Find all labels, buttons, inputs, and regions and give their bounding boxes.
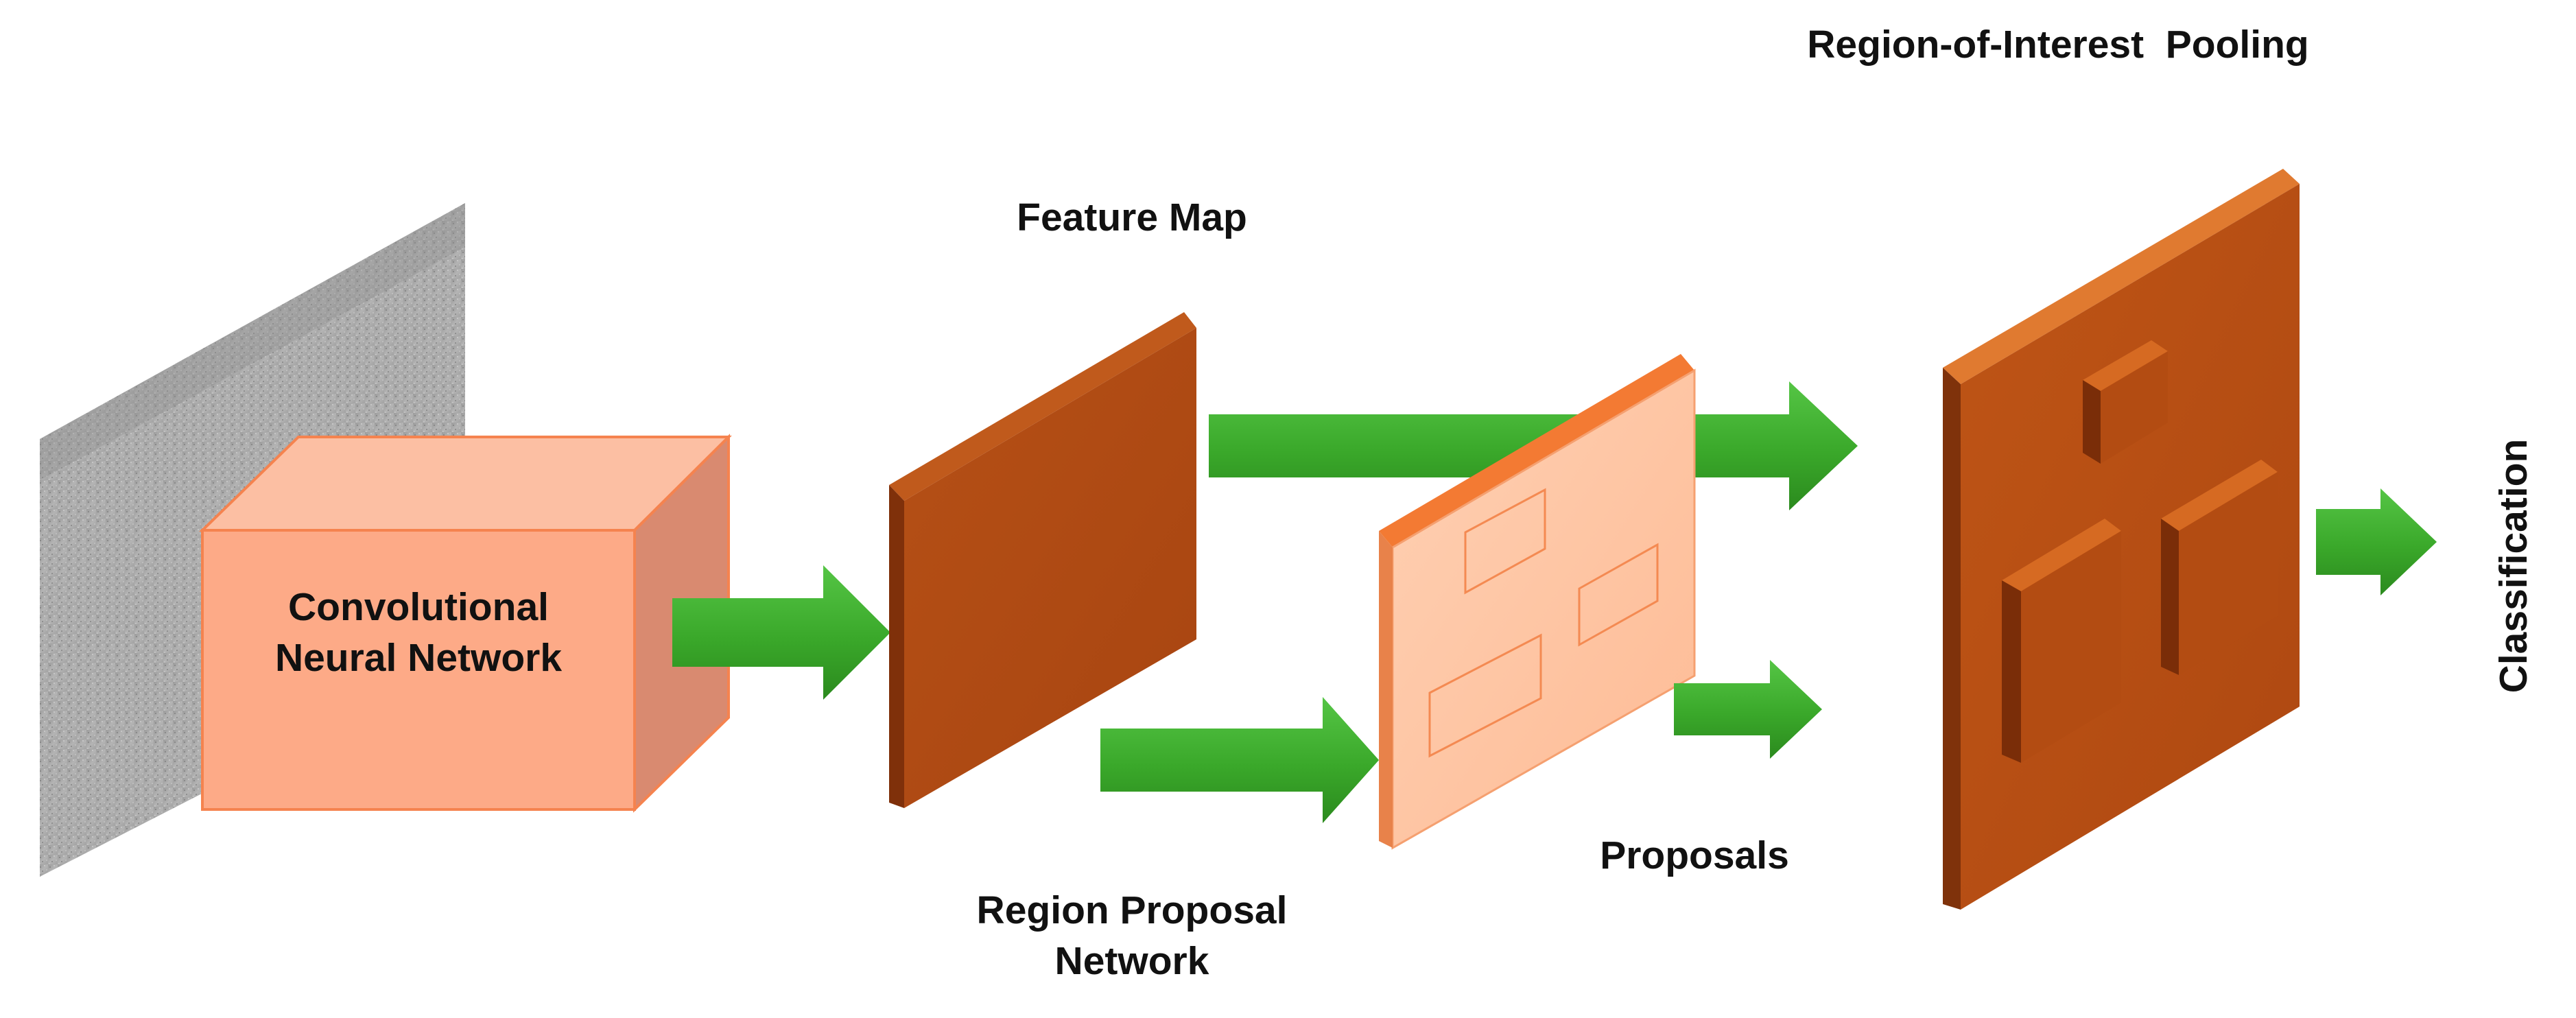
feature-map-face [904, 328, 1196, 808]
pooled-region-1 [2083, 340, 2168, 464]
feature-map-label: Feature Map [1017, 196, 1247, 239]
roi-pooling-panel [1943, 169, 2300, 910]
proposal-panel-edge [1379, 354, 1694, 547]
proposal-panel [1379, 354, 1696, 850]
classification-label: Classification [2492, 438, 2536, 694]
arrow-roi-to-classification [2316, 488, 2437, 595]
region-proposal-network-label: Region Proposal Network [976, 888, 1288, 984]
proposal-box-1 [1464, 488, 1546, 595]
pooled-region-2 [2002, 519, 2121, 763]
proposal-box-3 [1428, 633, 1542, 758]
proposals-label: Proposals [1600, 833, 1789, 877]
cnn-cube-front [201, 529, 636, 811]
feature-map-edge [889, 312, 1196, 501]
arrow-proposals-to-roi [1674, 660, 1822, 759]
arrow-cnn-to-feature-map [672, 565, 890, 700]
proposal-box-2 [1578, 543, 1659, 647]
roi-panel-edge [1943, 169, 2300, 384]
roi-pooling-label: Region-of-Interest Pooling [1807, 23, 2309, 67]
pooled-region-3 [2161, 460, 2278, 675]
arrow-to-proposal-panel [1100, 697, 1379, 823]
cnn-label: Convolutional Neural Network [274, 585, 563, 680]
feature-map-panel [889, 312, 1196, 808]
